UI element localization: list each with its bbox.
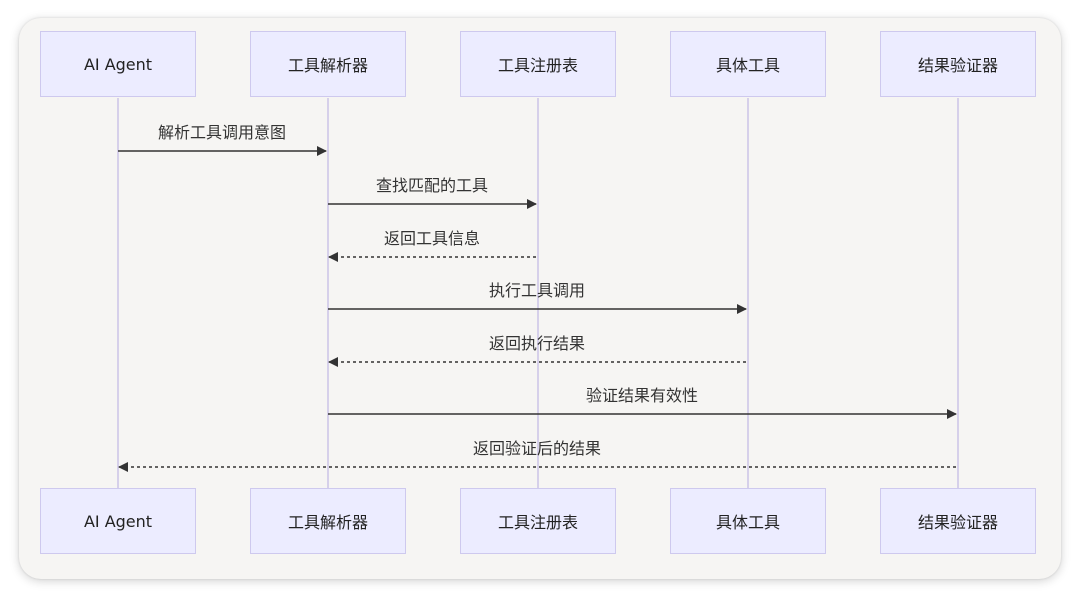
participant-top-parser: 工具解析器 bbox=[250, 31, 406, 97]
lifeline-agent bbox=[117, 98, 119, 488]
message-label-6: 验证结果有效性 bbox=[585, 386, 699, 405]
participant-label: 结果验证器 bbox=[917, 56, 998, 75]
lifeline-parser bbox=[327, 98, 329, 488]
diagram-card: AI Agent 工具解析器 工具注册表 具体工具 结果验证器 AI Agent… bbox=[19, 18, 1061, 579]
message-label-5: 返回执行结果 bbox=[488, 334, 586, 353]
message-label-4: 执行工具调用 bbox=[488, 281, 586, 300]
lifeline-registry bbox=[537, 98, 539, 488]
message-label-1: 解析工具调用意图 bbox=[157, 123, 287, 142]
participant-bottom-validator: 结果验证器 bbox=[880, 488, 1036, 554]
participant-bottom-tool: 具体工具 bbox=[670, 488, 826, 554]
participant-bottom-agent: AI Agent bbox=[40, 488, 196, 554]
lifeline-validator bbox=[957, 98, 959, 488]
message-label-7: 返回验证后的结果 bbox=[472, 439, 602, 458]
participant-bottom-parser: 工具解析器 bbox=[250, 488, 406, 554]
participant-label: 工具注册表 bbox=[497, 56, 578, 75]
participant-top-tool: 具体工具 bbox=[670, 31, 826, 97]
message-label-3: 返回工具信息 bbox=[383, 229, 481, 248]
participant-label: 具体工具 bbox=[715, 513, 780, 532]
participant-top-validator: 结果验证器 bbox=[880, 31, 1036, 97]
participant-bottom-registry: 工具注册表 bbox=[460, 488, 616, 554]
message-arrows bbox=[118, 146, 957, 472]
participant-top-agent: AI Agent bbox=[40, 31, 196, 97]
participant-label: 结果验证器 bbox=[917, 513, 998, 532]
participant-label: AI Agent bbox=[83, 54, 153, 74]
participant-label: 具体工具 bbox=[715, 56, 780, 75]
participant-label: 工具注册表 bbox=[497, 513, 578, 532]
participant-top-registry: 工具注册表 bbox=[460, 31, 616, 97]
lifeline-tool bbox=[747, 98, 749, 488]
participant-label: AI Agent bbox=[83, 511, 153, 531]
message-label-2: 查找匹配的工具 bbox=[375, 176, 489, 195]
participant-label: 工具解析器 bbox=[287, 513, 368, 532]
participant-label: 工具解析器 bbox=[287, 56, 368, 75]
